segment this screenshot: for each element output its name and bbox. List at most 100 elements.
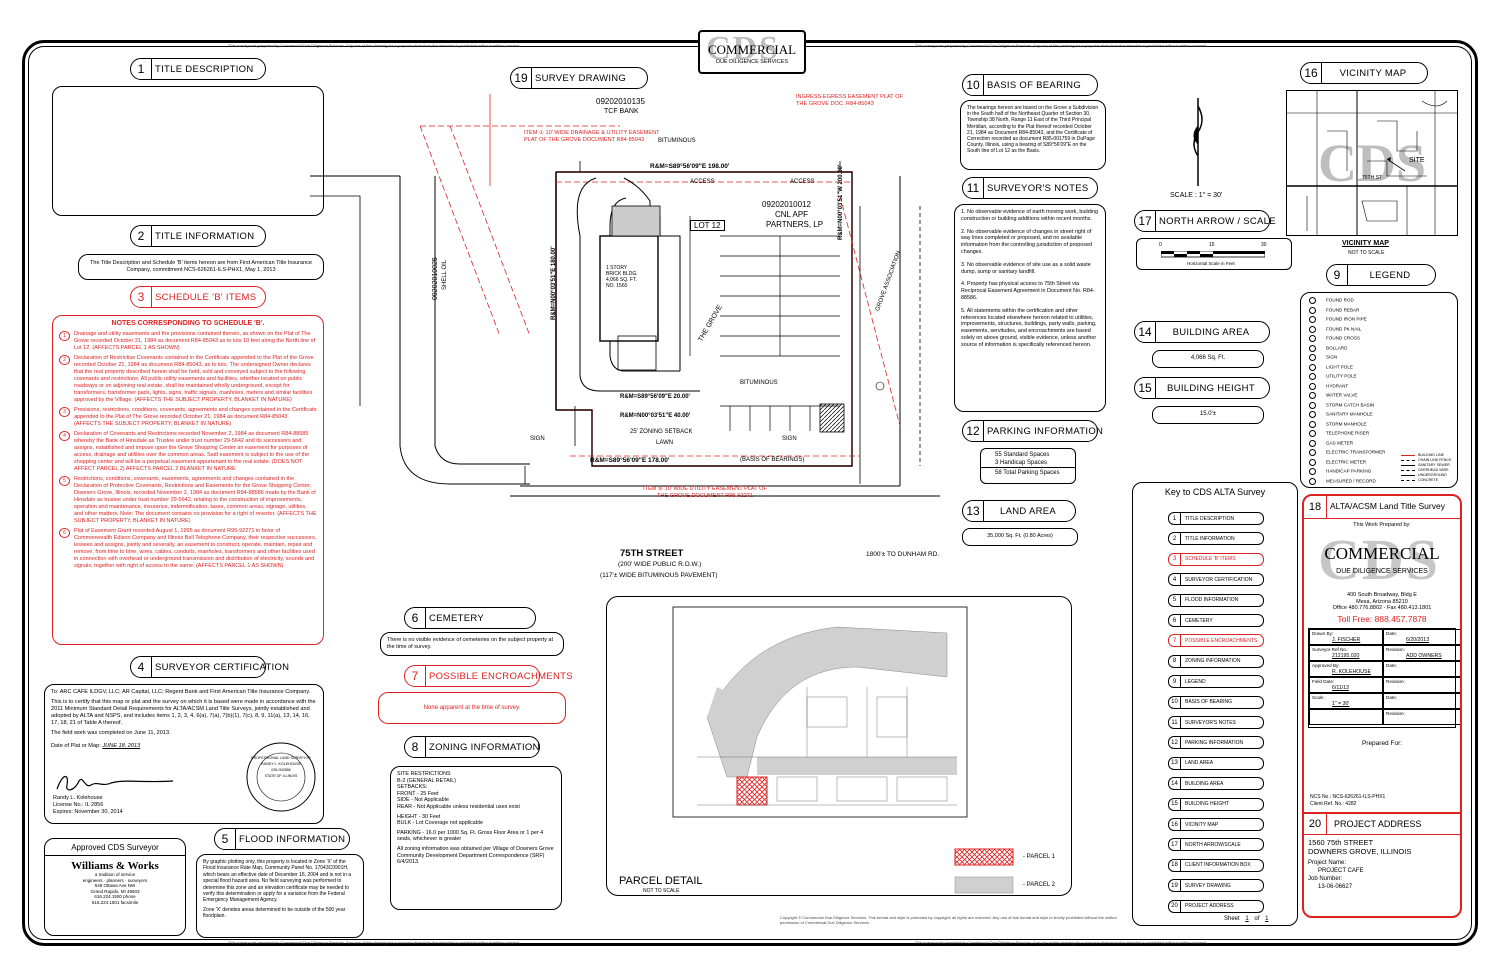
legend-label: FOUND IRON PIPE	[1326, 316, 1367, 322]
key-row-label: SURVEY DRAWING	[1185, 882, 1231, 889]
zoning-line: SETBACKS:	[397, 784, 428, 791]
info-label: Date:	[1386, 663, 1397, 668]
section-number: 15	[1135, 378, 1156, 398]
scale-caption: Horizontal Scale in Feet	[1187, 261, 1235, 266]
section-number: 17	[1135, 211, 1156, 231]
legend-line-label: SANITARY SEWER	[1418, 463, 1450, 467]
key-row-number: 19	[1169, 880, 1181, 892]
building-height-box: 15.0'±	[1152, 406, 1264, 424]
schedule-b-item-text: Drainage and utility easements and the p…	[74, 331, 316, 351]
legend-symbol-icon	[1309, 306, 1316, 314]
section-label: NORTH ARROW / SCALE	[1159, 215, 1276, 227]
legend-row: FOUND ROD	[1307, 297, 1399, 306]
seal-text: PROFESSIONAL LAND SURVEYOR RANDY L. KOLE…	[247, 755, 315, 779]
legend-label: STORM MANHOLE	[1326, 421, 1367, 427]
north-bearing-label: R&M=S89°56'09"E 198.00'	[650, 163, 730, 170]
key-row-number: 16	[1169, 819, 1181, 830]
owner-name-1: CNL APF	[775, 210, 809, 219]
logo-subtitle: DUE DILIGENCE SERVICES	[715, 59, 789, 65]
legend-line-row: CONCRETE	[1401, 478, 1455, 483]
zoning-line: HEIGHT - 30 Feet	[397, 813, 441, 820]
section-number: 19	[511, 68, 532, 88]
section-surveyors-notes-header: 11 SURVEYOR'S NOTES	[962, 177, 1098, 199]
legend-row: SANITARY MANHOLE	[1307, 411, 1399, 420]
title-block-logo: CDS COMMERCIAL DUE DILIGENCE SERVICES	[1304, 527, 1460, 592]
schedule-b-item-number: 5	[59, 476, 70, 486]
flood-text: By graphic plotting only, this property …	[203, 859, 352, 904]
section-label: LEGEND	[1369, 269, 1411, 281]
key-row-label: LEGEND	[1185, 678, 1206, 685]
key-row-label: BUILDING HEIGHT	[1185, 801, 1229, 808]
key-row-number: 11	[1169, 717, 1181, 728]
zoning-line: BULK - Lot Coverage not applicable	[397, 820, 484, 827]
seal-number: 035-002856	[271, 768, 291, 772]
surveyor-note: 2. No observable evidence of changes in …	[961, 228, 1092, 255]
parking-standard: 55 Standard Spaces	[995, 452, 1050, 458]
fine-print-top-left: This survey was prepared by Commercial D…	[228, 43, 520, 48]
flood-zone-note: Zone 'X' denotes areas determined to be …	[203, 906, 346, 920]
info-cell: Date:	[1383, 661, 1460, 677]
section-schedule-b-header: 3 SCHEDULE 'B' ITEMS	[130, 286, 266, 308]
cds-toll-free: Toll Free: 888.457.7878	[1337, 614, 1427, 624]
vicinity-map-graphic	[1287, 91, 1457, 235]
legend-line-icon	[1401, 464, 1415, 466]
firm-tagline: a tradition of service	[94, 872, 136, 877]
firm-address-1: 549 Ottawa Ave NW	[94, 883, 136, 889]
section-label: BUILDING AREA	[1172, 326, 1250, 338]
plat-date-value: JUNE 18, 2013	[102, 743, 141, 749]
scale-bar-30: 30	[1261, 242, 1267, 248]
vicinity-street-label: 75TH ST	[1362, 175, 1383, 181]
info-label: Scale:	[1312, 695, 1325, 700]
key-row-label: PROJECT ADDRESS	[1185, 903, 1234, 910]
project-name-label: Project Name:	[1308, 860, 1347, 866]
project-address-title: PROJECT ADDRESS	[1334, 819, 1422, 829]
legend-row: LIGHT POLE	[1307, 363, 1399, 373]
section-label: POSSIBLE ENCROACHMENTS	[429, 670, 573, 682]
section-number: 6	[405, 608, 426, 628]
section-label: BASIS OF BEARING	[987, 79, 1082, 91]
sheet-label: Sheet	[1224, 916, 1240, 922]
parcel-detail-subtitle: NOT TO SCALE	[643, 888, 680, 894]
legend-line-icon	[1401, 479, 1415, 481]
seal-title: PROFESSIONAL LAND SURVEYOR	[251, 756, 311, 760]
building-number: NO. 1560	[606, 283, 628, 289]
schedule-b-item-text: Restrictions, conditions, covenants, eas…	[74, 476, 317, 524]
info-cell: Date:6/20/2013	[1383, 629, 1460, 645]
building-label: 1 STORY BRICK BLDG. 4,066 SQ. FT. NO. 15…	[606, 265, 638, 289]
section-number: 4	[131, 657, 152, 677]
section-label: FLOOD INFORMATION	[239, 833, 346, 845]
legend-symbol-icon	[1309, 468, 1316, 475]
section-label: BUILDING HEIGHT	[1167, 382, 1255, 394]
legend-row: ELECTRIC METER	[1307, 458, 1399, 468]
scale-bar-15: 15	[1209, 242, 1215, 248]
key-row-number: 18	[1169, 859, 1181, 871]
legend-line-row: CHAIN LINK FENCE	[1401, 458, 1455, 463]
sign-label-east: SIGN	[782, 436, 797, 442]
access-label-2: ACCESS	[790, 179, 815, 185]
easement-label-1: ITEM ① 10' WIDE DRAINAGE & UTILITY EASEM…	[524, 130, 660, 143]
info-cell: Revision:	[1383, 709, 1460, 725]
parcel-detail-box: - PARCEL 1 - PARCEL 2 PARCEL DETAIL NOT …	[606, 596, 1072, 896]
key-row-number: 9	[1169, 676, 1181, 688]
legend-label: SANITARY MANHOLE	[1326, 411, 1373, 417]
cemetery-box: There is no visible evidence of cemeteri…	[380, 632, 564, 656]
owner-name-2: PARTNERS, LP	[766, 220, 824, 229]
schedule-b-item: 5 Restrictions, conditions, covenants, ea…	[59, 476, 317, 525]
logo-title: COMMERCIAL	[707, 42, 797, 57]
legend-row: STORM CATCH BASIN	[1307, 401, 1399, 411]
jog-bearing-1: R&M=S89°56'09"E 20.00'	[620, 394, 690, 400]
section-number: 12	[963, 421, 984, 441]
key-row-number: 6	[1169, 615, 1181, 626]
legend-symbol-icon	[1309, 430, 1316, 437]
legend-symbol-icon	[1309, 335, 1316, 342]
legend-row: ELECTRIC TRANSFORMER	[1307, 449, 1399, 458]
legend-line-row: OVERHEAD WIRE	[1401, 468, 1455, 473]
street-pavement-width: (117'± WIDE BITUMINOUS PAVEMENT)	[600, 572, 718, 579]
key-row-label: SURVEYOR'S NOTES	[1185, 719, 1236, 726]
section-flood-information-header: 5 FLOOD INFORMATION	[214, 828, 350, 850]
info-value: 6/20/2013	[1406, 637, 1430, 643]
project-address-number: 20	[1304, 814, 1327, 835]
key-row: 9 LEGEND	[1168, 675, 1264, 689]
